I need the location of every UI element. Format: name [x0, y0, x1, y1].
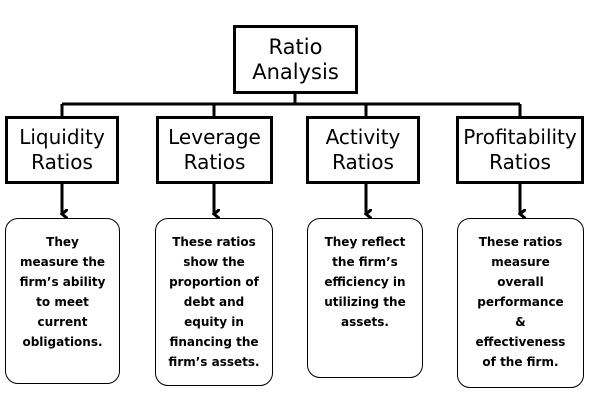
description-text-liquidity: They measure the firm’s ability to meet … [19, 235, 106, 349]
description-text-leverage: These ratios show the proportion of debt… [168, 235, 260, 369]
description-activity-ratios: They reflect the firm’s efficiency in ut… [307, 218, 423, 378]
category-profitability-ratios: Profitability Ratios [456, 116, 584, 184]
description-text-profitability: These ratios measure overall performance… [475, 235, 566, 369]
root-node-ratio-analysis: Ratio Analysis [233, 25, 358, 94]
category-liquidity-ratios: Liquidity Ratios [5, 116, 119, 184]
description-liquidity-ratios: They measure the firm’s ability to meet … [5, 218, 120, 384]
description-text-activity: They reflect the firm’s efficiency in ut… [324, 235, 406, 329]
category-leverage-ratios: Leverage Ratios [156, 116, 273, 184]
description-leverage-ratios: These ratios show the proportion of debt… [155, 218, 273, 386]
category-activity-ratios: Activity Ratios [306, 116, 420, 184]
description-profitability-ratios: These ratios measure overall performance… [457, 218, 584, 388]
